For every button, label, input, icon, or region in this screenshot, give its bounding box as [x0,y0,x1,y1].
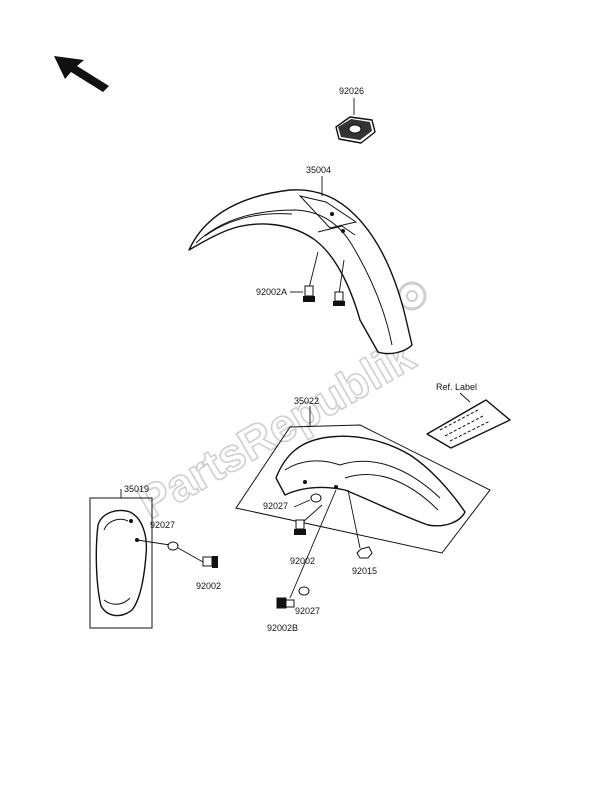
part-92002B-bolt [276,489,337,609]
label-35022: 35022 [294,396,319,406]
part-92002-left-bolt [177,547,218,568]
label-92026: 92026 [339,86,364,96]
label-92002-left: 92002 [196,581,221,591]
direction-arrow-icon [54,56,109,92]
part-92015-nut [347,489,373,559]
part-92002A-bolt [303,251,345,306]
label-35004: 35004 [306,165,331,175]
part-92026-mount [335,116,376,144]
label-92027-center: 92027 [263,501,288,511]
label-92015: 92015 [352,566,377,576]
part-92027-left-washer [136,539,179,551]
part-92027-bottom-washer [298,586,310,596]
part-92002-center-bolt [294,504,323,535]
part-35022-rear-fender [235,424,491,554]
label-92002-center: 92002 [290,556,315,566]
part-92027-center-washer [310,493,322,503]
label-35019: 35019 [124,484,149,494]
label-92002A: 92002A [256,287,287,297]
part-35019-side-cover [89,497,153,629]
part-35004-front-fender [188,189,413,355]
label-92027-left: 92027 [150,520,175,530]
label-92002B: 92002B [267,623,298,633]
label-ref-label: Ref. Label [436,382,477,392]
ref-label-decal [426,399,511,449]
label-92027-bottom: 92027 [295,606,320,616]
